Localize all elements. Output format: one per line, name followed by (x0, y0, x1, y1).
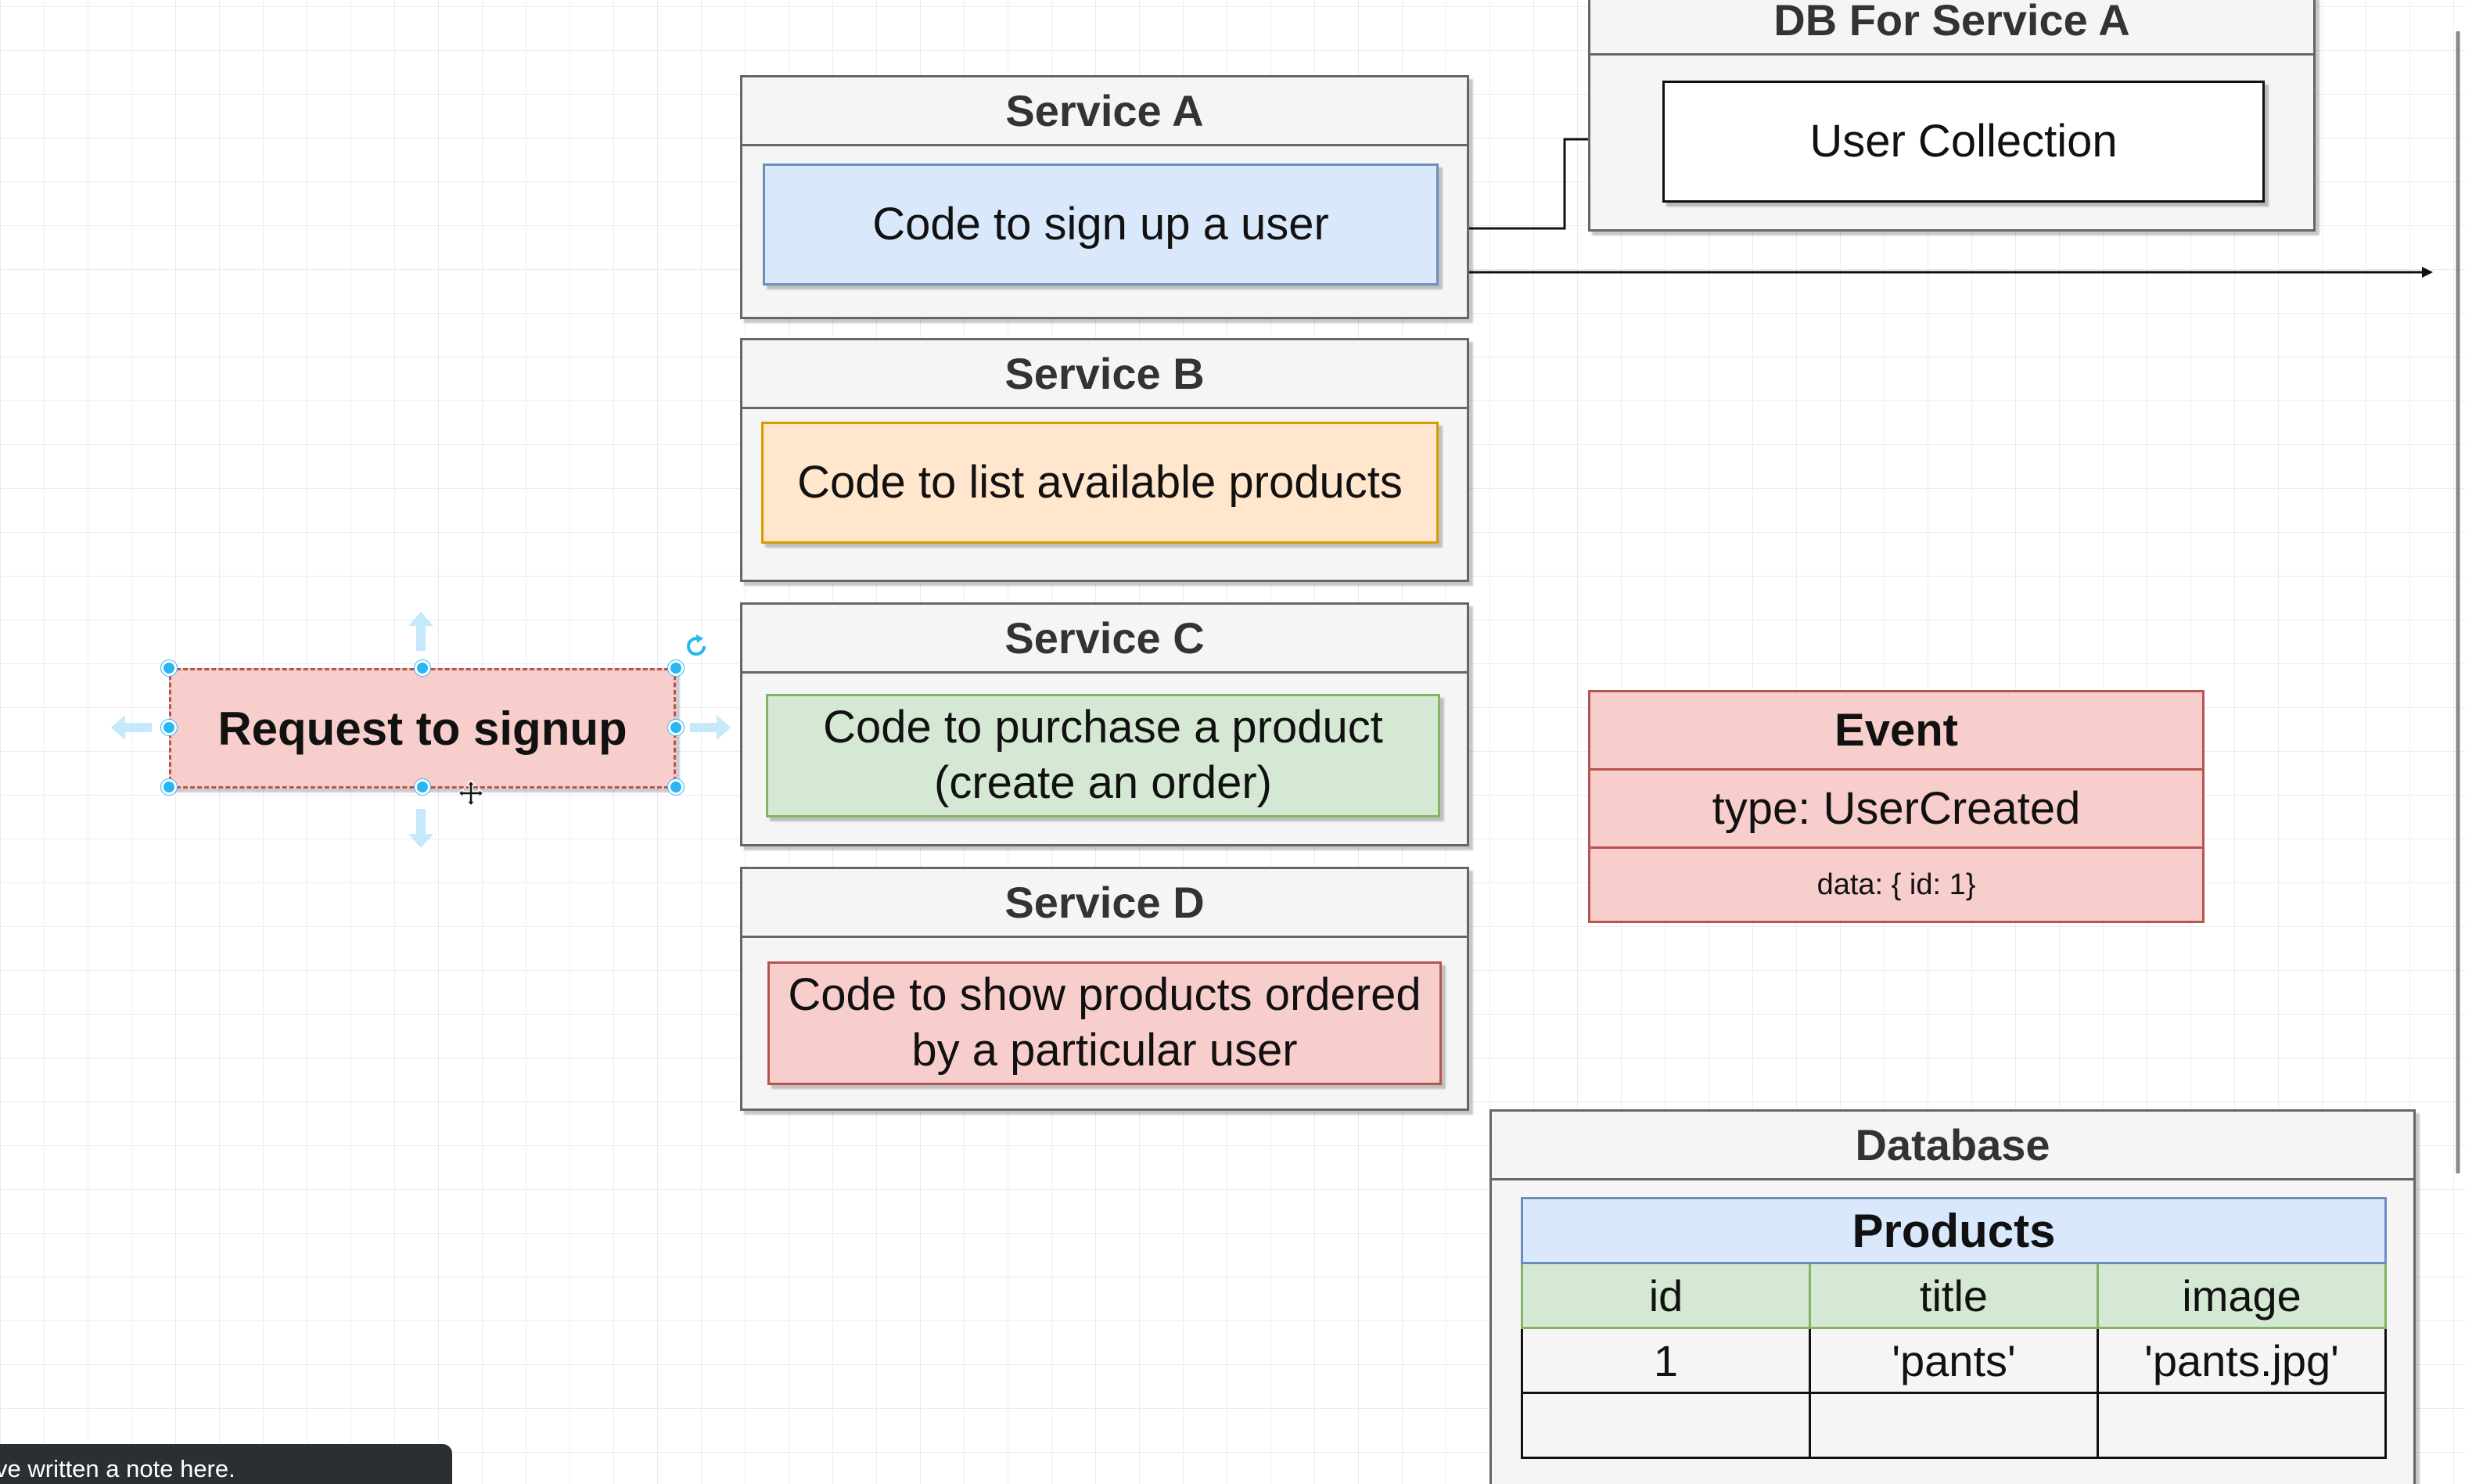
event-type: type: UserCreated (1590, 771, 2202, 849)
cell-image[interactable]: 'pants.jpg' (2096, 1327, 2388, 1394)
event-title: Event (1590, 692, 2202, 771)
move-cursor-icon (457, 779, 485, 807)
rotate-handle-icon[interactable] (682, 632, 710, 660)
service-c-content-line2: (create an order) (934, 757, 1272, 808)
cell-id[interactable]: 1 (1521, 1327, 1811, 1394)
service-b-title: Service B (742, 340, 1467, 409)
cell-title[interactable]: 'pants' (1809, 1327, 2099, 1394)
resize-handle-right[interactable] (668, 720, 684, 735)
table-row (1521, 1392, 2388, 1459)
table-row: 1 'pants' 'pants.jpg' (1521, 1327, 2388, 1394)
resize-handle-top[interactable] (415, 660, 430, 676)
service-a-to-db-connector[interactable] (1468, 138, 1588, 230)
cell-id[interactable] (1521, 1392, 1811, 1459)
service-d-content-box[interactable]: Code to show products ordered by a parti… (767, 961, 1442, 1085)
note-tooltip: ve written a note here. (0, 1444, 452, 1484)
event-data: data: { id: 1} (1816, 868, 1976, 901)
resize-handle-top-right[interactable] (668, 660, 684, 676)
request-signup-label: Request to signup (217, 702, 627, 755)
service-b-container[interactable]: Service B Code to list available product… (740, 338, 1469, 582)
event-table[interactable]: Event type: UserCreated data: { id: 1} (1588, 690, 2204, 923)
service-c-content-line1: Code to purchase a product (823, 702, 1383, 753)
connect-arrow-up-icon[interactable] (405, 610, 437, 652)
service-d-content-line1: Code to show products ordered (788, 969, 1421, 1021)
request-signup-box[interactable]: Request to signup (169, 668, 676, 789)
column-header-image: image (2096, 1262, 2388, 1329)
service-d-title: Service D (742, 869, 1467, 938)
user-collection-box[interactable]: User Collection (1662, 81, 2265, 203)
service-d-content-line2: by a particular user (911, 1025, 1298, 1076)
products-table-title: Products (1520, 1197, 2388, 1264)
database-title: Database (1492, 1112, 2413, 1180)
resize-handle-top-left[interactable] (161, 660, 177, 676)
db-for-service-a-container[interactable]: DB For Service A User Collection (1588, 0, 2316, 232)
connect-arrow-right-icon[interactable] (688, 712, 732, 743)
resize-handle-bottom-left[interactable] (161, 779, 177, 795)
db-for-service-a-title: DB For Service A (1590, 0, 2313, 56)
service-c-title: Service C (742, 605, 1467, 674)
service-b-content-box[interactable]: Code to list available products (761, 422, 1439, 544)
service-c-container[interactable]: Service C Code to purchase a product (cr… (740, 602, 1469, 846)
cell-image[interactable] (2096, 1392, 2388, 1459)
column-header-id: id (1521, 1262, 1811, 1329)
products-table[interactable]: Products id title image 1 'pants' 'pants… (1520, 1197, 2388, 1459)
resize-handle-bottom-right[interactable] (668, 779, 684, 795)
service-d-container[interactable]: Service D Code to show products ordered … (740, 867, 1469, 1111)
service-a-title: Service A (742, 77, 1467, 146)
service-a-content-box[interactable]: Code to sign up a user (763, 163, 1439, 286)
column-header-title: title (1809, 1262, 2099, 1329)
connect-arrow-down-icon[interactable] (405, 807, 437, 850)
service-c-content-box[interactable]: Code to purchase a product (create an or… (766, 694, 1440, 817)
connect-arrow-left-icon[interactable] (110, 712, 153, 743)
cell-title[interactable] (1809, 1392, 2099, 1459)
resize-handle-bottom[interactable] (415, 779, 430, 795)
service-a-container[interactable]: Service A Code to sign up a user (740, 75, 1469, 319)
resize-handle-left[interactable] (161, 720, 177, 735)
